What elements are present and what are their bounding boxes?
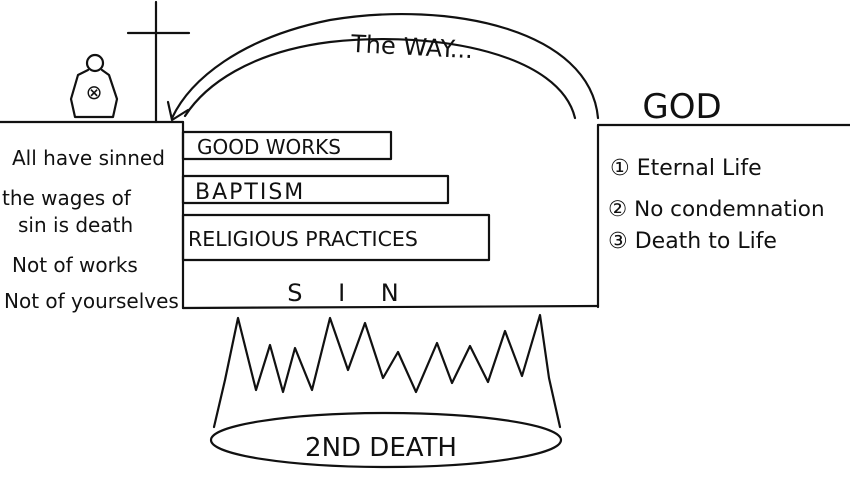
bar-label-good-works: GOOD WORKS [197, 135, 341, 159]
death-label: 2ND DEATH [305, 433, 457, 463]
cross-icon [126, 0, 191, 124]
promise-no-condemnation: ② No condemnation [608, 197, 825, 222]
religious-practices-bar [181, 213, 491, 262]
god-ledge [596, 123, 850, 309]
verse-all-have-sinned: All have sinned [12, 146, 165, 170]
bar-label-religious-practices: RELIGIOUS PRACTICES [188, 227, 418, 251]
verse-wages-line1: the wages of [2, 186, 132, 210]
verse-not-of-works: Not of works [12, 253, 138, 277]
verse-not-of-yourselves: Not of yourselves [4, 289, 179, 313]
the-way-arrow [166, 12, 600, 122]
way-label: The WAY... [349, 30, 473, 64]
person-icon: ⊗ [69, 53, 119, 119]
promise-eternal-life: ① Eternal Life [610, 156, 762, 181]
chasm-floor [181, 304, 600, 310]
sin-label: S I N [287, 279, 413, 307]
human-effort-bars [181, 130, 491, 262]
bar-label-baptism: BAPTISM [195, 180, 305, 205]
god-label: GOD [642, 87, 721, 127]
death-pit [209, 411, 563, 469]
baptism-bar [181, 174, 450, 205]
promise-death-to-life: ③ Death to Life [608, 229, 777, 254]
arrowhead-icon [166, 100, 190, 122]
flames-icon [212, 313, 562, 429]
person-symbol: ⊗ [86, 80, 103, 104]
good-works-bar [181, 130, 393, 161]
verse-wages-line2: sin is death [18, 213, 133, 237]
